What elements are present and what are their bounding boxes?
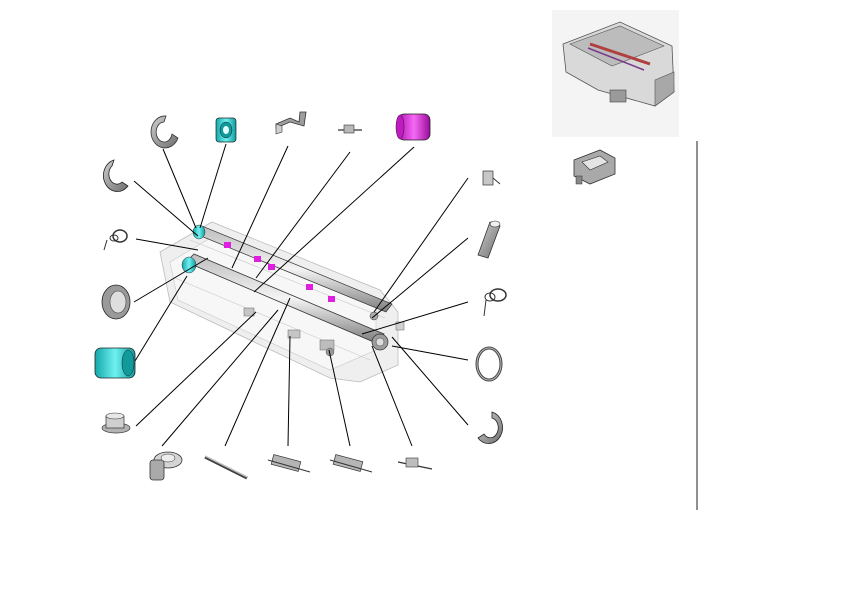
assembly-cyan-bushing-top [192, 224, 206, 240]
small-spring-pin [338, 124, 362, 134]
plastic-bracket-icon [573, 149, 616, 185]
e-clip-top [150, 115, 179, 149]
shaft-pin [149, 451, 183, 481]
spring-left [103, 229, 128, 251]
fuser-unit-thumbnail [552, 10, 679, 137]
cyan-roller [94, 347, 136, 379]
rubber-ring [101, 284, 131, 320]
lower-roller [185, 253, 385, 344]
small-connector-right [482, 170, 501, 186]
spring-right [483, 288, 507, 317]
leader-lines [133, 143, 469, 447]
thermistor-connector [329, 454, 373, 473]
retaining-ring [475, 346, 503, 382]
assembly-details [243, 307, 405, 357]
magenta-roller-sleeve [395, 113, 431, 141]
connector-pin [267, 454, 311, 473]
metal-bracket [275, 111, 307, 135]
magenta-clips [224, 242, 335, 302]
tube-sleeve [477, 220, 501, 259]
e-clip-left [103, 159, 129, 192]
cyan-bushing-top [215, 117, 237, 143]
assembly-cyan-bushing-bottom [181, 256, 197, 274]
e-clip-right [477, 411, 503, 444]
small-connector [397, 457, 433, 470]
flanged-bushing [101, 412, 131, 434]
rod [204, 455, 248, 480]
